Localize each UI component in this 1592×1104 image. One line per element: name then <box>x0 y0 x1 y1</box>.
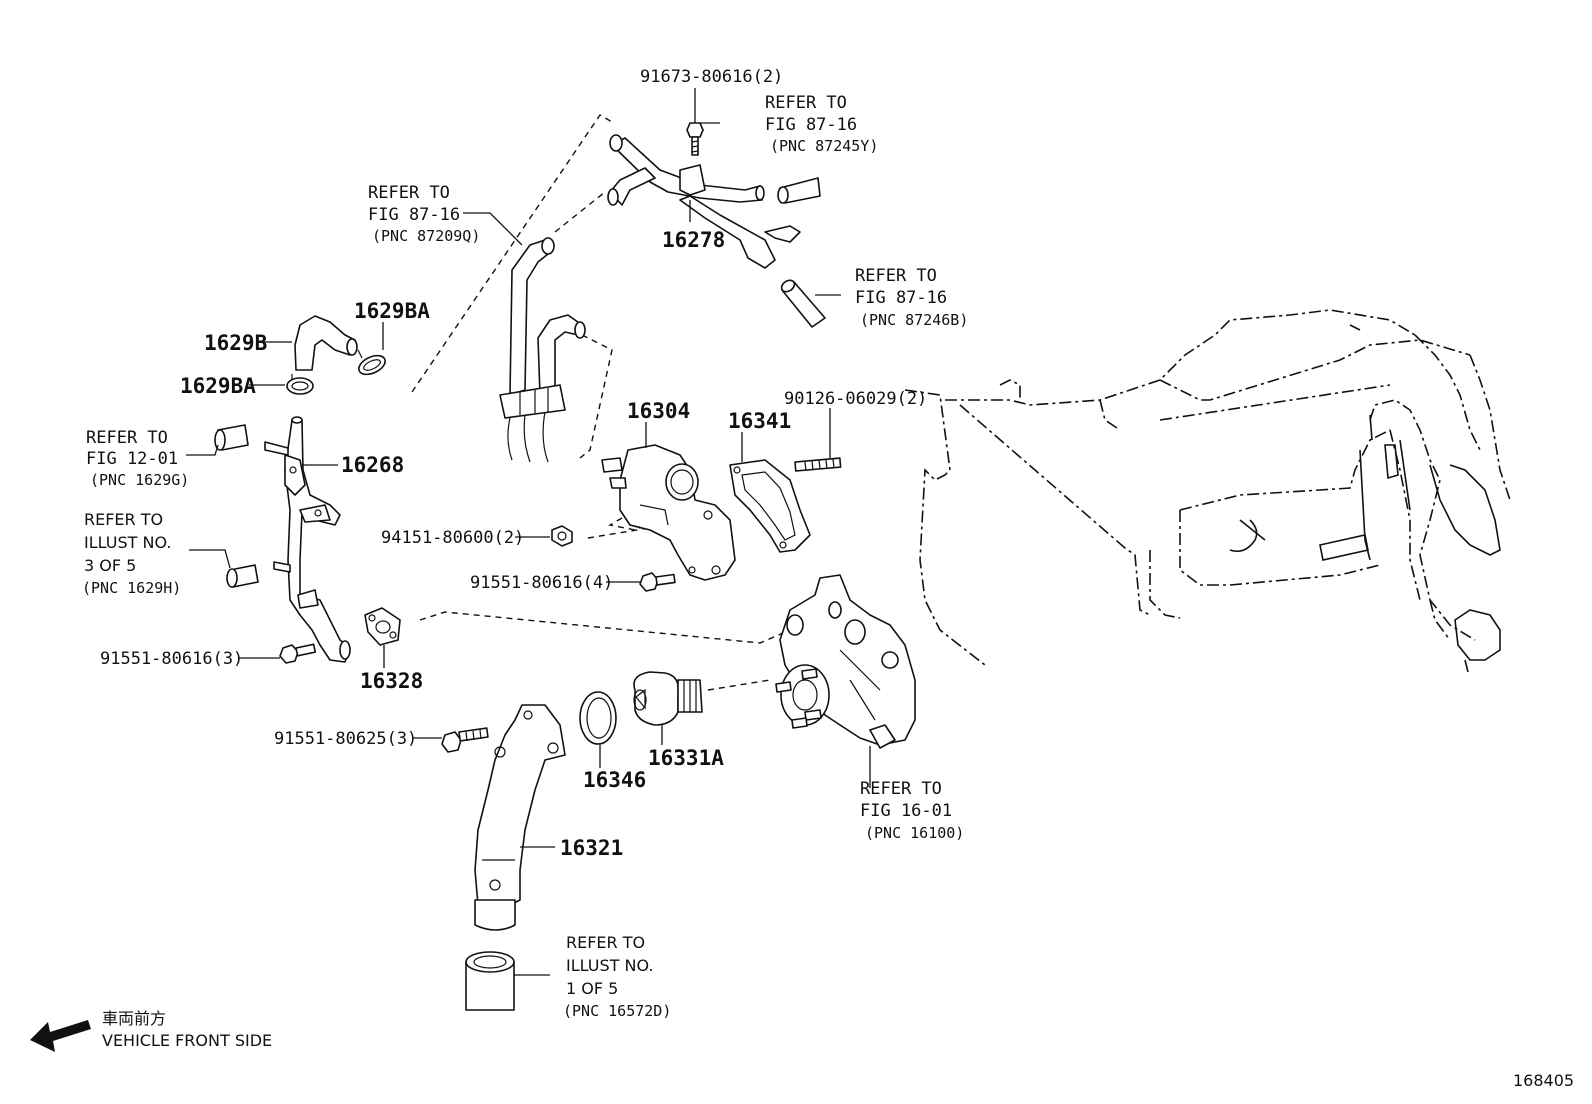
hose-87246B <box>780 279 826 328</box>
label-1629ba-top: 1629BA <box>354 299 430 323</box>
label-ref-87246b-3: (PNC 87246B) <box>860 311 968 329</box>
label-91551-80625: 91551-80625(3) <box>274 729 417 749</box>
bolt-91673 <box>686 122 704 156</box>
inlet-pipe-16321 <box>474 704 566 931</box>
clamp-1629BA-top <box>357 349 386 376</box>
label-ref-87246b-2: FIG 87-16 <box>855 288 947 308</box>
bolt-91551-80625 <box>441 727 489 753</box>
label-ref-87209q-2: FIG 87-16 <box>368 205 460 225</box>
label-16268: 16268 <box>341 453 404 477</box>
bolt-91551-80616-4 <box>639 572 676 592</box>
label-ref-1629g-3: (PNC 1629G) <box>90 471 189 489</box>
hose-87209Q <box>499 237 586 463</box>
gasket-16328 <box>364 607 401 646</box>
label-ref-87245y-2: FIG 87-16 <box>765 115 857 135</box>
thermostat-16331A <box>633 671 703 726</box>
label-ref-87246b-1: REFER TO <box>855 266 937 286</box>
label-ref-16100-2: FIG 16-01 <box>860 801 952 821</box>
label-ref-16572d-1: REFER TO <box>566 933 645 952</box>
label-vehicle-front-jp: 車両前方 <box>102 1009 166 1028</box>
label-ref-16100-1: REFER TO <box>860 779 942 799</box>
label-16321: 16321 <box>560 836 623 860</box>
housing-16304 <box>601 444 736 581</box>
stud-90126 <box>794 457 842 472</box>
label-16331a: 16331A <box>648 746 724 770</box>
hose-1629H <box>226 564 259 588</box>
leader-lines <box>186 88 871 976</box>
label-1629ba: 1629BA <box>180 374 256 398</box>
label-ref-87245y-1: REFER TO <box>765 93 847 113</box>
label-91551-80616-3: 91551-80616(3) <box>100 649 243 669</box>
label-vehicle-front-side: VEHICLE FRONT SIDE <box>102 1031 272 1050</box>
label-91673: 91673-80616(2) <box>640 67 783 87</box>
label-ref-1629h-4: (PNC 1629H) <box>82 579 181 597</box>
bolt-91551-80616-3 <box>279 643 317 664</box>
label-ref-1629h-1: REFER TO <box>84 510 163 529</box>
label-16346: 16346 <box>583 768 646 792</box>
label-ref-16572d-3: 1 OF 5 <box>566 979 618 998</box>
label-91551-80616-4: 91551-80616(4) <box>470 573 613 593</box>
label-ref-1629h-3: 3 OF 5 <box>84 556 136 575</box>
label-16304: 16304 <box>627 399 690 423</box>
callout-labels: 91673-80616(2) REFER TO FIG 87-16 (PNC 8… <box>82 67 1574 1090</box>
label-16278: 16278 <box>662 228 725 252</box>
hose-1629B <box>294 315 358 371</box>
label-ref-87245y-3: (PNC 87245Y) <box>770 137 878 155</box>
label-94151: 94151-80600(2) <box>381 528 524 548</box>
nut-94151 <box>551 525 573 547</box>
label-ref-16572d-4: (PNC 16572D) <box>563 1002 671 1020</box>
label-ref-1629h-2: ILLUST NO. <box>84 533 171 552</box>
label-90126: 90126-06029(2) <box>784 389 927 409</box>
gasket-ring-16346 <box>579 691 617 745</box>
engine-block-outline <box>904 309 1511 673</box>
label-ref-1629g-2: FIG 12-01 <box>86 449 178 469</box>
label-16341: 16341 <box>728 409 791 433</box>
hose-87245Y <box>777 177 821 204</box>
pipe-16268 <box>264 416 351 663</box>
pipe-16278 <box>607 134 801 269</box>
label-ref-16100-3: (PNC 16100) <box>865 824 964 842</box>
label-ref-87209q-3: (PNC 87209Q) <box>372 227 480 245</box>
arrow-left-icon <box>30 1020 91 1052</box>
clamp-1629BA <box>286 374 314 395</box>
water-pump-16100 <box>775 574 916 749</box>
label-ref-1629g-1: REFER TO <box>86 428 168 448</box>
gasket-16341 <box>729 459 811 553</box>
label-ref-16572d-2: ILLUST NO. <box>566 956 653 975</box>
hose-16572D <box>465 951 515 1011</box>
figure-number: 168405 <box>1513 1071 1574 1090</box>
hose-1629G <box>214 424 249 451</box>
label-ref-87209q-1: REFER TO <box>368 183 450 203</box>
label-1629b: 1629B <box>204 331 267 355</box>
label-16328: 16328 <box>360 669 423 693</box>
